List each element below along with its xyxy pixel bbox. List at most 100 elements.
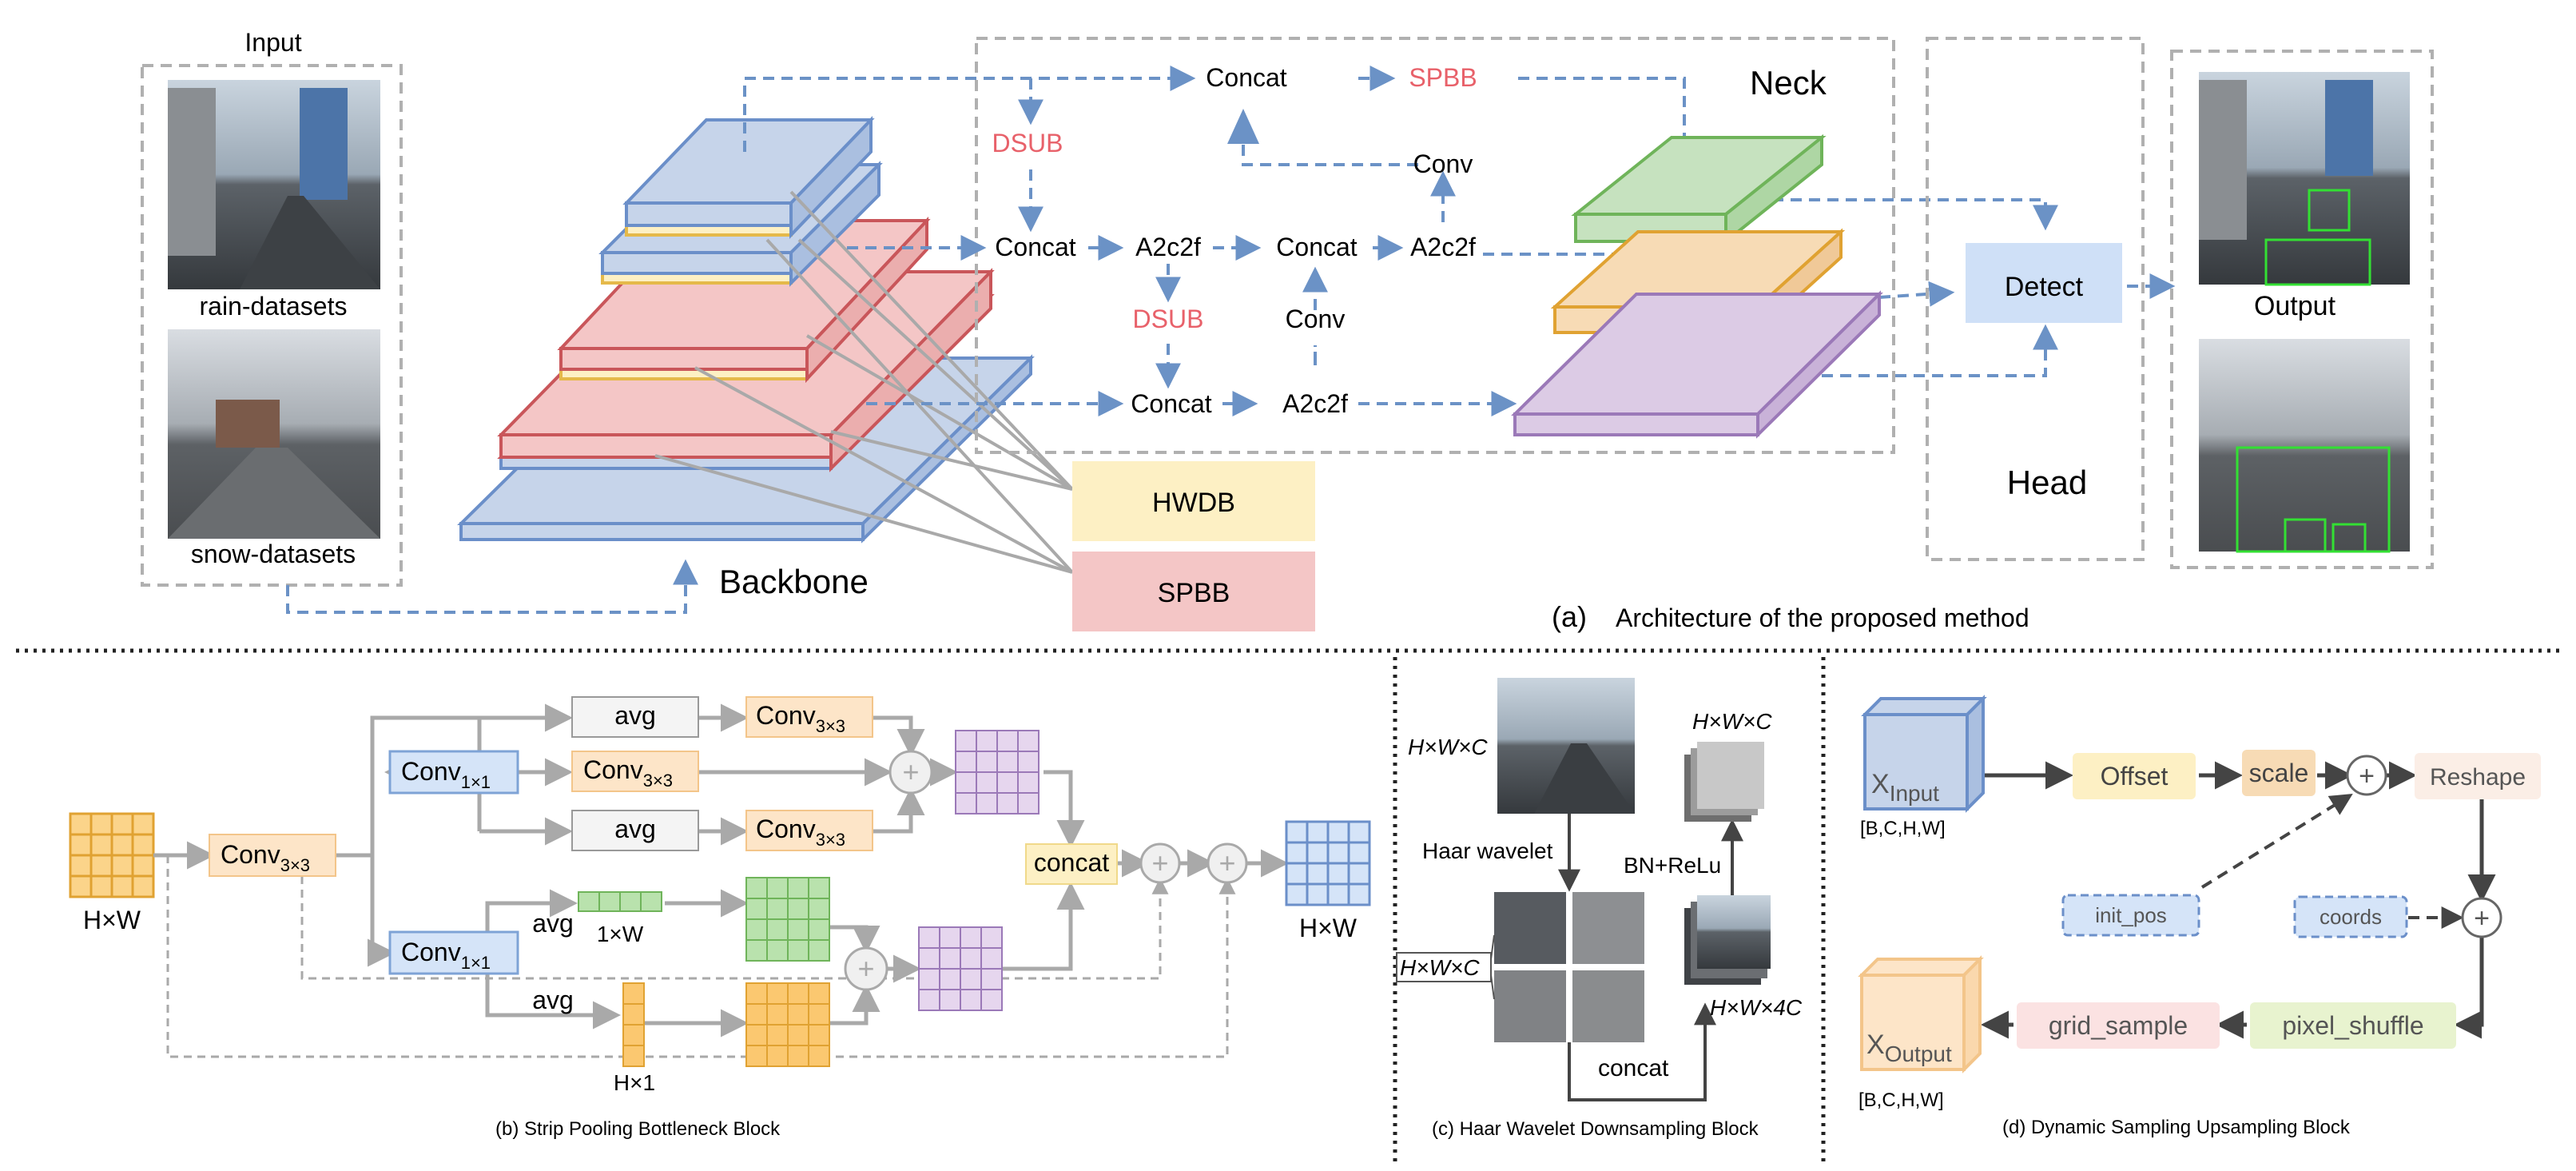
node-a2c2f-2: A2c2f [1410, 233, 1476, 261]
rain-image [168, 80, 380, 289]
node-dsub-1: DSUB [992, 129, 1063, 157]
concat-box [1025, 843, 1118, 885]
node-concat-top: Concat [1206, 63, 1287, 92]
add-circle-d2 [2461, 897, 2502, 938]
conv1x1-top-text: Conv [401, 757, 461, 786]
reshape-label: Reshape [2430, 764, 2526, 791]
strip-hx1-label: H×1 [614, 1070, 655, 1095]
conv3x3-main [209, 834, 336, 877]
neck-slab-green [1571, 133, 1827, 245]
init-pos-box [2061, 894, 2200, 937]
strip-hx1 [622, 982, 645, 1067]
conv3x3-b3-text: Conv [756, 815, 816, 843]
input-to-backbone-arrow [286, 559, 698, 614]
conv1x1-bottom-sub: 1×1 [461, 953, 491, 973]
add-circle-3 [1139, 842, 1181, 884]
haar-label: Haar wavelet [1422, 838, 1553, 863]
node-spbb-top: SPBB [1409, 63, 1477, 92]
caption-d: (d) Dynamic Sampling Upsampling Block [2002, 1117, 2351, 1138]
init-pos-label: init_pos [2095, 903, 2167, 927]
caption-b: (b) Strip Pooling Bottleneck Block [495, 1118, 781, 1140]
panel-d: XInput [B,C,H,W] Offset scale + Reshape … [1858, 695, 2541, 1138]
x-output-cube [1858, 955, 1984, 1073]
conv3x3-b1-sub: 3×3 [816, 716, 845, 736]
green-grid [745, 877, 830, 962]
wavelet-quadrants [1494, 892, 1644, 1042]
plus-glyph-4: + [1218, 846, 1235, 879]
plus-glyph-2: + [857, 952, 874, 985]
dims-mid: H×W×C [1400, 955, 1480, 980]
concat-c-label: concat [1598, 1055, 1669, 1081]
svg-text:Conv3×3: Conv3×3 [756, 701, 845, 736]
concat-label: concat [1034, 848, 1109, 877]
output-grid [1285, 820, 1371, 906]
detect-box [1966, 243, 2122, 323]
dims-mid-box [1396, 952, 1492, 982]
panel-b: H×W [69, 696, 1371, 1140]
node-a2c2f-3: A2c2f [1282, 389, 1348, 418]
x-input-base: X [1871, 769, 1890, 799]
svg-text:Conv3×3: Conv3×3 [756, 815, 845, 850]
conv3x3-b2-sub: 3×3 [643, 771, 673, 791]
node-conv-2: Conv [1286, 305, 1346, 333]
plus-glyph-d1: + [2359, 761, 2375, 791]
input-box [141, 64, 403, 587]
conv3x3-main-sub: 3×3 [280, 855, 310, 875]
grid-sample-box [2017, 1002, 2220, 1049]
coords-box [2293, 895, 2408, 938]
conv1x1-bottom-text: Conv [401, 938, 461, 966]
snow-image [168, 329, 380, 539]
dims-4c: H×W×4C [1710, 995, 1803, 1020]
neck-flow [743, 66, 2176, 416]
conv3x3-b2 [571, 751, 699, 792]
svg-text:Conv3×3: Conv3×3 [221, 840, 310, 875]
conv1x1-top [388, 750, 519, 795]
dims-out: H×W×C [1692, 709, 1772, 734]
node-concat-mid: Concat [1276, 233, 1358, 261]
output-label: Output [2254, 291, 2336, 321]
node-a2c2f-1: A2c2f [1135, 233, 1201, 261]
pixel-shuffle-label: pixel_shuffle [2282, 1011, 2423, 1040]
avg-label-3: avg [532, 909, 574, 938]
strip-1xw [578, 891, 662, 912]
input-dims: H×W [83, 906, 141, 934]
conv3x3-b2-text: Conv [583, 755, 643, 784]
conv3x3-b3-sub: 3×3 [816, 830, 845, 850]
backbone-layer-5 [622, 116, 875, 239]
spbb-label: SPBB [1158, 578, 1230, 608]
conv3x3-b1-text: Conv [756, 701, 816, 730]
conv3x3-b3 [745, 810, 873, 851]
x-input-cube [1861, 695, 1987, 813]
avg-box-2 [571, 810, 699, 851]
add-circle-2 [844, 946, 888, 991]
reshape-box [2415, 753, 2541, 799]
backbone-label: Backbone [719, 563, 869, 600]
output-image-2 [2199, 339, 2410, 553]
input-grid [69, 812, 155, 898]
input-title: Input [244, 28, 301, 57]
dims-in: H×W×C [1408, 735, 1488, 759]
x-output-sub: Output [1885, 1042, 1952, 1066]
conv1x1-bottom [388, 930, 519, 975]
offset-box [2073, 753, 2196, 799]
conv3x3-b1 [745, 696, 873, 738]
output-box [2170, 50, 2434, 569]
rain-label: rain-datasets [200, 292, 348, 321]
plus-glyph-1: + [902, 755, 919, 788]
output-dims: H×W [1299, 914, 1358, 942]
x-output-base: X [1866, 1030, 1885, 1060]
shape-out: [B,C,H,W] [1858, 1089, 1944, 1111]
hwdb-box [1072, 461, 1315, 541]
node-conv-1: Conv [1413, 149, 1473, 178]
avg-label-2: avg [614, 815, 656, 843]
coords-label: coords [2320, 905, 2382, 929]
neck-label: Neck [1750, 64, 1827, 102]
orange-grid [745, 982, 830, 1067]
panel-a: Input rain-datasets snow-datasets Backbo… [141, 28, 2434, 633]
purple-grid-1 [955, 730, 1040, 815]
grid-sample-label: grid_sample [2049, 1011, 2188, 1040]
stacked-gray [1684, 742, 1764, 822]
caption-a-prefix: (a) [1552, 600, 1587, 633]
svg-text:XOutput: XOutput [1866, 1030, 1952, 1066]
